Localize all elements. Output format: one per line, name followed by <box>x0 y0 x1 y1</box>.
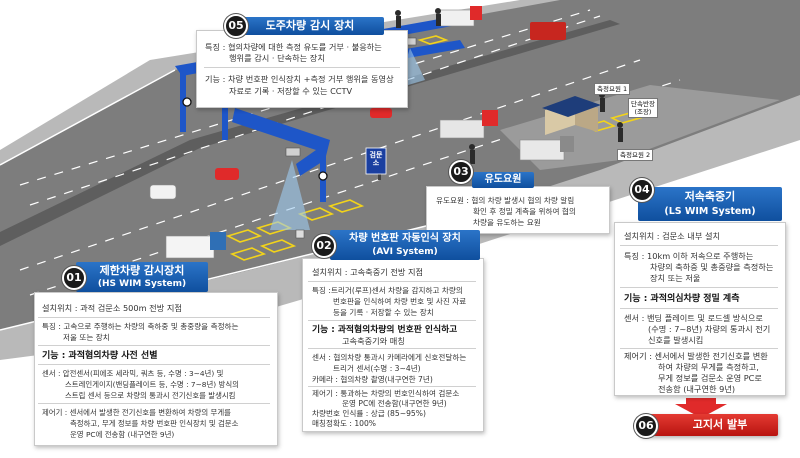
callout-02-rate-2: 매칭정확도 : 100% <box>312 419 377 428</box>
callout-02-title-2: (AVI System) <box>372 247 438 257</box>
callout-02-sensor-1: 센서 : 협의차량 통과시 카메라에게 신호전달하는 <box>312 353 467 362</box>
callout-03-title: 유도요원 <box>472 172 534 188</box>
callout-04-number: 04 <box>630 178 654 202</box>
callout-01-controller-2: 측정하고, 무게 정보를 차량 번호판 인식장치 및 검문소 <box>70 419 239 428</box>
callout-01-function: 기능 : 과적혐의차량 사전 선별 <box>42 351 158 361</box>
callout-05-feature-2: 행위를 감시 · 단속하는 장치 <box>229 53 325 63</box>
callout-01-controller-3: 운영 PC에 전송함 (내구연한 9년) <box>70 430 175 439</box>
callout-04-feature-3: 장치 또는 저울 <box>650 273 701 283</box>
booth <box>542 96 601 135</box>
callout-01-feature-1: 특징 : 고속으로 주행하는 차량의 축하중 및 총중량을 측정하는 <box>42 322 239 331</box>
booth-chief-line2: (조장) <box>634 108 652 116</box>
callout-04-title-1: 저속축중기 <box>684 190 736 203</box>
callout-02-feature-1: 특징 :트리거(루프)센서 차량을 감지하고 차량의 <box>312 286 463 295</box>
callout-05-feature-1: 특징 : 협의차량에 대한 측정 유도를 거부 · 불응하는 <box>205 42 382 52</box>
callout-04-controller-3: 무게 정보를 검문소 운영 PC로 <box>658 373 762 383</box>
callout-02-controller-1: 제어기 : 통과하는 차량의 번호인식하여 검문소 <box>312 389 460 398</box>
callout-02-sensor-2: 트리거 센서(수명 : 3~4년) <box>333 364 421 373</box>
callout-04-controller-2: 하여 차량의 무게를 측정하고, <box>658 362 759 372</box>
callout-02-camera: 카메라 : 협의차량 촬영(내구연한 7년) <box>312 375 433 384</box>
callout-04-sensor-3: 신호를 발생시킴 <box>648 335 704 345</box>
callout-04-sensor-1: 센서 : 밴딩 플레이트 및 로드셀 방식으로 <box>624 313 763 323</box>
callout-02-install: 설치위치 : 고속축중기 전방 지점 <box>312 267 424 277</box>
callout-02-title-1: 차량 번호판 자동인식 장치 <box>349 233 461 244</box>
callout-04-title: 저속축중기 (LS WIM System) <box>638 187 782 221</box>
callout-02-controller-2: 운영 PC에 전송함(내구연한 9년) <box>342 399 447 408</box>
callout-01-sensor-3: 스트립 센서 등으로 차량의 통과시 전기신호를 발생시킴 <box>65 391 236 400</box>
callout-01-title-2: (HS WIM System) <box>97 279 187 289</box>
callout-03-line-2: 확인 후 정밀 계측을 위하여 협의 <box>473 207 576 216</box>
callout-02-function-2: 고속축중기와 매칭 <box>342 336 405 346</box>
callout-03-line-1: 유도요원 : 협의 차량 발생시 협의 차량 알림 <box>436 196 575 205</box>
callout-01-sensor-2: 스트레인게이지(밴딩플레이트 등, 수명 : 7~8년) 방식의 <box>65 380 239 389</box>
callout-06-title: 고지서 발부 <box>692 418 748 431</box>
callout-05-number: 05 <box>224 14 248 38</box>
callout-02-feature-3: 등을 기록 · 저장할 수 있는 장치 <box>333 308 434 317</box>
callout-04-function: 기능 : 과적의심차량 정밀 계측 <box>624 294 740 304</box>
callout-03-line-3: 차량을 유도하는 요원 <box>473 218 541 227</box>
booth-chief-label: 단속반장 (조장) <box>628 98 658 118</box>
callout-02-number: 02 <box>312 234 336 258</box>
callout-04-controller-1: 제어기 : 센서에서 발생한 전기신호를 변환 <box>624 351 768 361</box>
callout-02-feature-2: 번호판을 인식하여 차량 번호 및 사진 자료 <box>333 297 467 306</box>
callout-01-controller-1: 제어기 : 센서에서 발생한 전기신호를 변환하여 차량의 무게를 <box>42 408 231 417</box>
callout-01-title: 제한차량 감시장치 (HS WIM System) <box>76 262 208 292</box>
staff-2-label: 측정요원 2 <box>617 149 654 161</box>
callout-04-title-2: (LS WIM System) <box>664 206 756 217</box>
callout-04 <box>614 222 786 396</box>
callout-05-function-2: 자료로 기록 · 저장할 수 있는 CCTV <box>229 86 353 96</box>
callout-05 <box>196 30 408 108</box>
callout-01-install: 설치위치 : 과적 검문소 500m 전방 지점 <box>42 303 182 313</box>
callout-04-feature-1: 특징 : 10km 이하 저속으로 주행하는 <box>624 251 754 261</box>
checkpoint-sign-label: 검문소 <box>369 151 383 167</box>
callout-06 <box>640 414 778 436</box>
callout-04-feature-2: 차량의 축하중 및 총중량을 측정하는 <box>650 262 774 272</box>
callout-06-number: 06 <box>634 414 658 438</box>
callout-01-feature-2: 저울 또는 장치 <box>63 333 110 342</box>
callout-02 <box>302 258 484 432</box>
staff-1-label: 측정요원 1 <box>594 83 631 95</box>
callout-01-title-1: 제한차량 감시장치 <box>99 264 185 277</box>
callout-05-function-1: 기능 : 차량 번호판 인식장치 +측정 거부 행위을 동영상 <box>205 74 394 84</box>
callout-01-number: 01 <box>62 266 86 290</box>
booth-chief-line1: 단속반장 <box>631 100 655 108</box>
callout-03-number: 03 <box>449 160 473 184</box>
callout-05-title: 도주차량 감시 장치 <box>236 17 384 35</box>
callout-04-sensor-2: (수명 : 7~8년) 차량의 통과시 전기 <box>648 324 771 334</box>
callout-02-title: 차량 번호판 자동인식 장치 (AVI System) <box>330 230 480 260</box>
arrow-down <box>675 398 727 418</box>
callout-01-sensor-1: 센서 : 압전센서(피에조 세라믹, 쿼츠 등, 수명 : 3~4년) 및 <box>42 369 224 378</box>
callout-04-install: 설치위치 : 검문소 내부 설치 <box>624 231 721 241</box>
callout-02-function-1: 기능 : 과적혐의차량의 번호판 인식하고 <box>312 325 458 335</box>
callout-04-controller-4: 전송함 (내구연한 9년) <box>658 384 736 394</box>
callout-02-rate-1: 차량번호 인식률 : 상급 (85~95%) <box>312 409 426 418</box>
